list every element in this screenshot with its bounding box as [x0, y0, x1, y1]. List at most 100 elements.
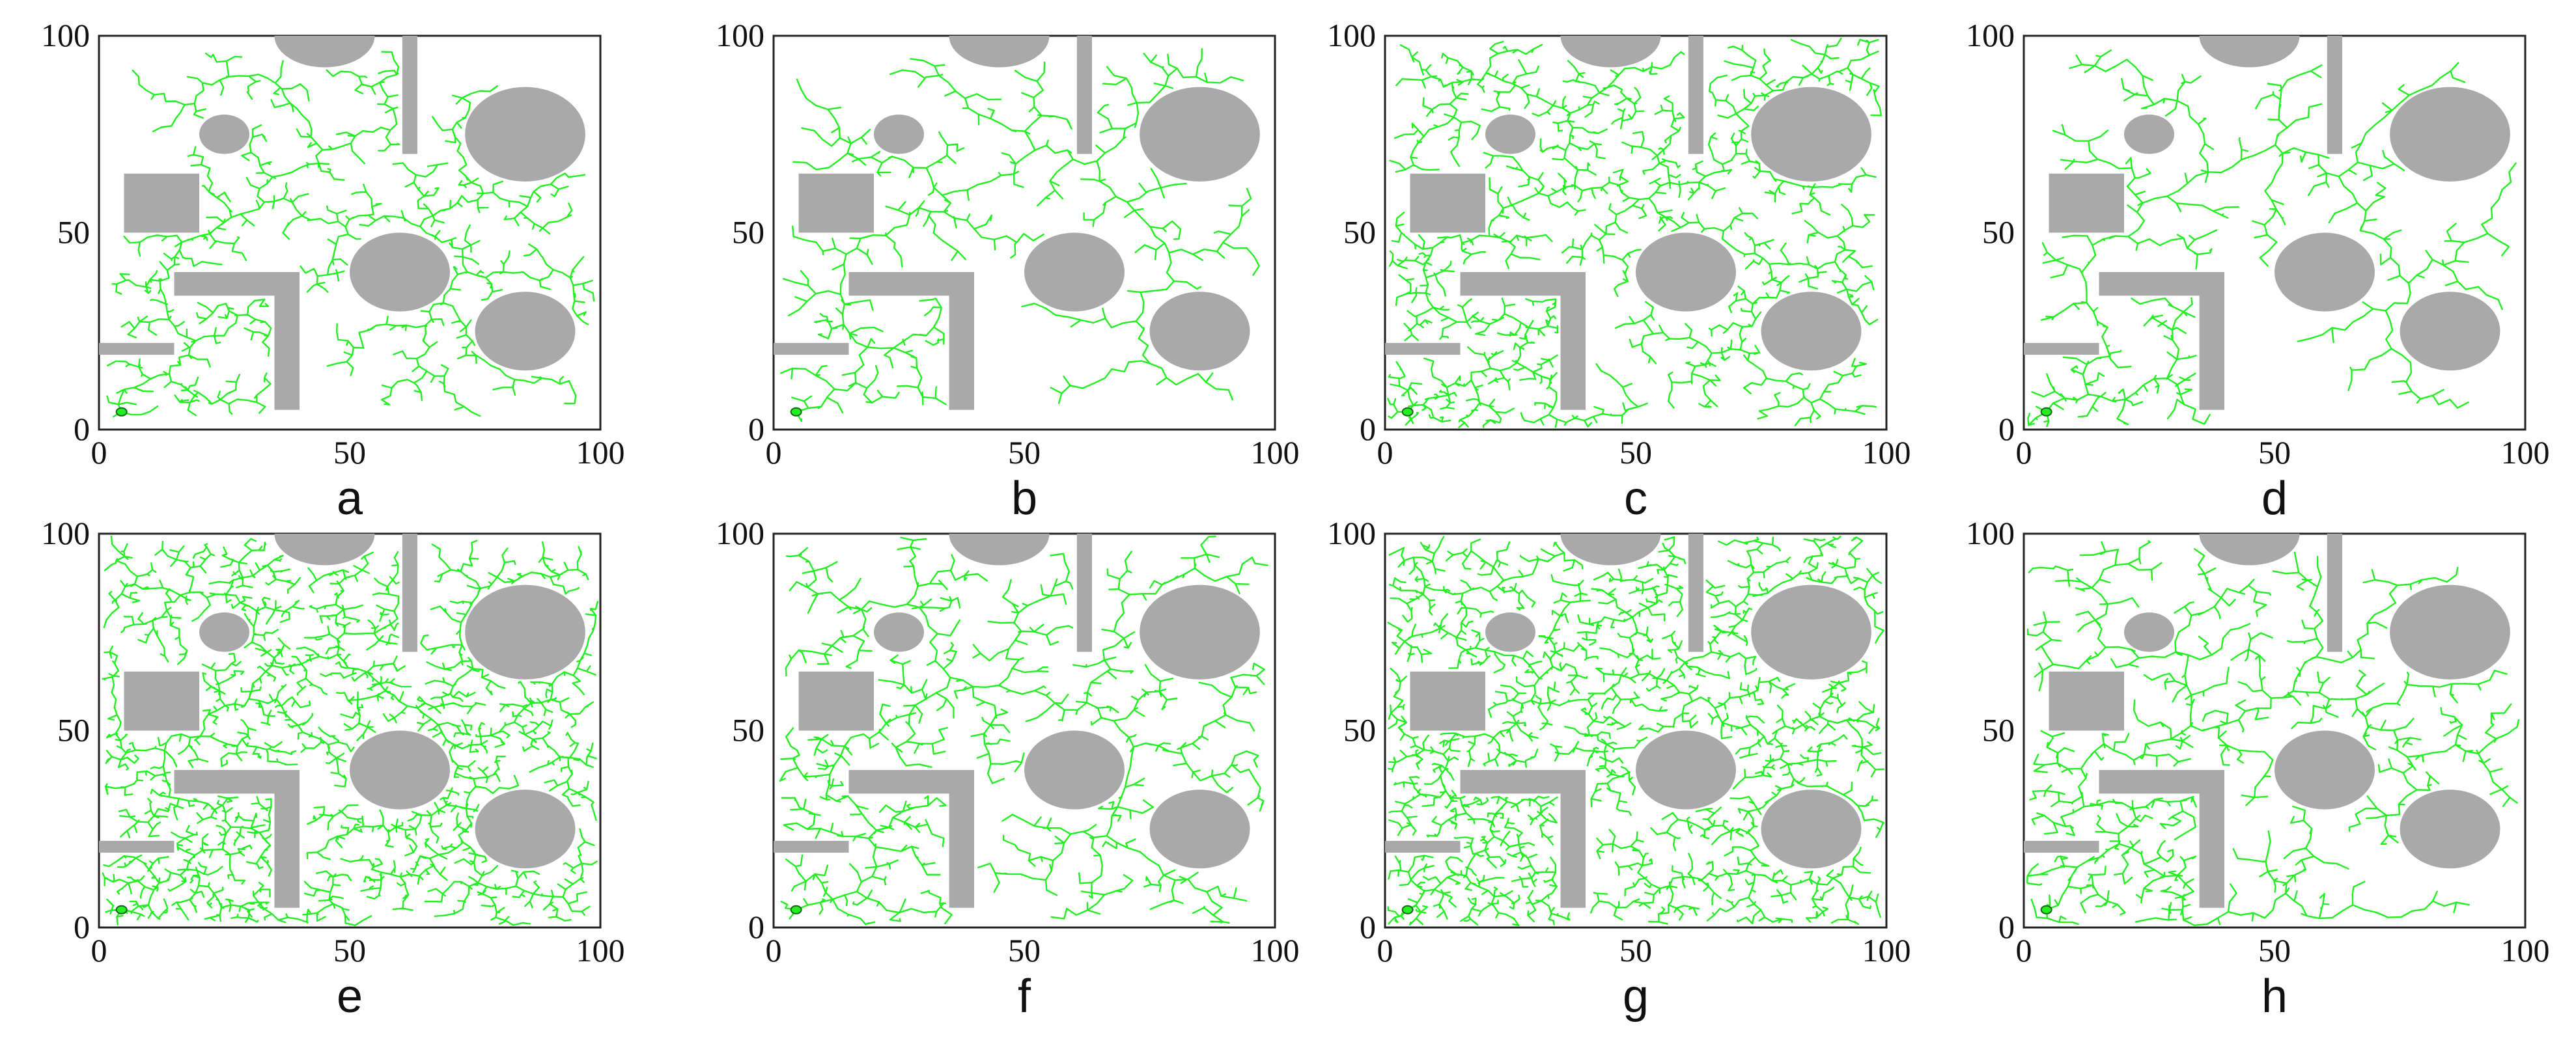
map-area — [99, 534, 598, 926]
obstacle-center-ellipse — [1636, 232, 1736, 312]
obstacle-l-vertical — [949, 770, 974, 908]
obstacle-left-bar — [1385, 342, 1461, 355]
obstacle-center-ellipse — [350, 730, 450, 810]
y-tick-label: 0 — [1998, 909, 2015, 945]
obstacle-small-circle — [2124, 115, 2174, 154]
y-tick-label: 100 — [1327, 515, 1376, 551]
panel-label: b — [1011, 473, 1037, 525]
obstacle-small-circle — [1485, 612, 1535, 652]
y-tick-label: 100 — [1966, 515, 2015, 551]
obstacle-top-half-ellipse — [2199, 534, 2300, 566]
start-point-marker — [790, 905, 802, 914]
obstacle-square — [2049, 671, 2124, 731]
obstacle-small-circle — [874, 115, 924, 154]
panel-label: g — [1623, 970, 1649, 1023]
obstacle-square — [124, 671, 199, 731]
obstacle-large-ellipse — [1140, 87, 1260, 182]
obstacle-right-ellipse — [1761, 789, 1862, 869]
start-point-marker — [115, 905, 128, 914]
x-tick-label: 100 — [1862, 434, 1911, 471]
y-tick-label: 50 — [1343, 214, 1376, 251]
tree-edges — [780, 48, 1260, 422]
obstacle-left-bar — [99, 840, 175, 853]
x-tick-label: 50 — [333, 434, 366, 471]
y-tick-label: 0 — [1360, 411, 1376, 447]
x-tick-label: 50 — [1008, 932, 1041, 968]
x-tick-label: 100 — [2501, 434, 2550, 471]
obstacle-top-vertical-bar — [1076, 36, 1092, 154]
y-tick-label: 0 — [1998, 411, 2015, 447]
obstacle-right-ellipse — [475, 789, 576, 869]
obstacle-square — [1410, 173, 1485, 233]
obstacle-center-ellipse — [1636, 730, 1736, 810]
x-tick-label: 100 — [576, 932, 625, 968]
obstacle-top-vertical-bar — [402, 534, 417, 652]
obstacle-large-ellipse — [465, 87, 585, 182]
obstacle-square — [1410, 671, 1485, 731]
obstacle-center-ellipse — [350, 232, 450, 312]
obstacle-right-ellipse — [1761, 292, 1862, 371]
y-tick-label: 100 — [1966, 17, 2015, 53]
tree-edges — [779, 536, 1268, 926]
x-tick-label: 0 — [91, 932, 107, 968]
search-tree — [780, 48, 1260, 422]
tree-edges — [2027, 49, 2517, 428]
search-tree — [2027, 49, 2517, 428]
obstacle-left-bar — [2024, 840, 2099, 853]
obstacle-large-ellipse — [1140, 584, 1260, 680]
obstacle-left-bar — [774, 342, 849, 355]
y-tick-label: 100 — [41, 17, 90, 53]
y-tick-label: 50 — [1982, 214, 2015, 251]
obstacle-center-ellipse — [1024, 730, 1125, 810]
obstacle-square — [124, 173, 199, 233]
obstacle-large-ellipse — [2390, 87, 2510, 182]
map-area — [1385, 534, 1885, 926]
map-area — [99, 36, 595, 418]
obstacle-center-ellipse — [1024, 232, 1125, 312]
obstacle-small-circle — [874, 612, 924, 652]
x-tick-label: 100 — [576, 434, 625, 471]
obstacle-large-ellipse — [1751, 584, 1871, 680]
x-tick-label: 0 — [766, 434, 782, 471]
obstacle-l-vertical — [2199, 272, 2224, 410]
y-tick-label: 50 — [732, 712, 764, 748]
obstacle-l-vertical — [2199, 770, 2224, 908]
obstacle-top-half-ellipse — [1560, 36, 1661, 68]
x-tick-label: 50 — [333, 932, 366, 968]
obstacle-right-ellipse — [2400, 292, 2500, 371]
x-tick-label: 100 — [1251, 932, 1300, 968]
search-tree — [2026, 540, 2520, 926]
y-tick-label: 50 — [57, 712, 90, 748]
obstacle-small-circle — [1485, 115, 1535, 154]
panel-label: f — [1018, 970, 1031, 1023]
obstacle-top-vertical-bar — [1688, 36, 1703, 154]
obstacle-top-vertical-bar — [1076, 534, 1092, 652]
obstacle-top-half-ellipse — [949, 36, 1050, 68]
y-tick-label: 0 — [748, 909, 764, 945]
obstacle-top-vertical-bar — [402, 36, 417, 154]
obstacle-small-circle — [2124, 612, 2174, 652]
x-tick-label: 50 — [2258, 434, 2291, 471]
start-point-marker — [2040, 905, 2052, 914]
obstacle-l-vertical — [1560, 770, 1586, 908]
obstacle-left-bar — [99, 342, 175, 355]
search-tree — [779, 536, 1268, 926]
tree-edges — [2026, 540, 2520, 926]
panel-label: d — [2261, 473, 2288, 525]
obstacle-right-ellipse — [1149, 789, 1250, 869]
obstacle-center-ellipse — [2275, 730, 2375, 810]
map-area — [774, 534, 1268, 926]
obstacle-left-bar — [1385, 840, 1461, 853]
obstacle-top-half-ellipse — [1560, 534, 1661, 566]
x-tick-label: 100 — [1251, 434, 1300, 471]
y-tick-label: 50 — [732, 214, 764, 251]
obstacle-small-circle — [199, 115, 249, 154]
obstacle-large-ellipse — [465, 584, 585, 680]
x-tick-label: 0 — [1377, 932, 1393, 968]
obstacle-center-ellipse — [2275, 232, 2375, 312]
panel-label: a — [337, 473, 363, 525]
obstacle-top-half-ellipse — [2199, 36, 2300, 68]
